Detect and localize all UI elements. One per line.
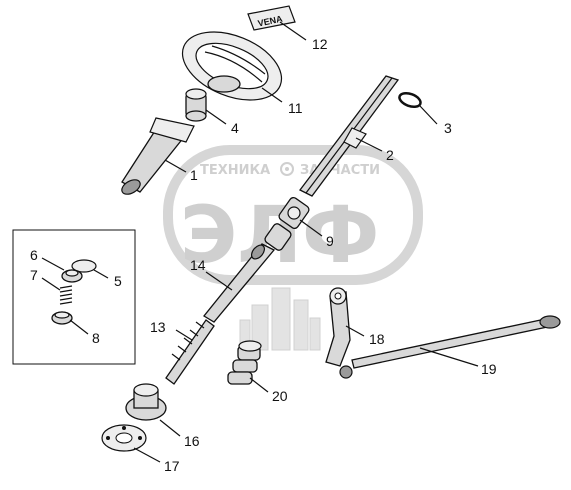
callout-7: 7 [30, 267, 38, 283]
leader-lines [41, 21, 479, 463]
callout-2: 2 [386, 147, 394, 163]
tie-rod-part [351, 315, 561, 369]
callout-14: 14 [190, 257, 206, 273]
plug-part-8 [51, 311, 73, 325]
watermark-frame [163, 145, 423, 285]
intermediate-shaft-part [203, 243, 276, 323]
column-tube-part [121, 117, 195, 195]
flange-part [125, 383, 167, 421]
callout-5: 5 [114, 273, 122, 289]
watermark-text-left: ТЕХНИКА [200, 163, 270, 178]
upper-shaft-part [299, 75, 400, 197]
hub-collar-part [185, 88, 207, 122]
watermark: ТЕХНИКА ЗАПЧАСТИ ЭЛФ [163, 145, 423, 351]
callout-9: 9 [326, 233, 334, 249]
watermark-gear-icon [280, 162, 294, 176]
detail-inset [12, 229, 136, 365]
spring-part-7 [59, 285, 73, 305]
pitman-arm-part [325, 287, 353, 379]
callout-1: 1 [190, 167, 198, 183]
base-plate-part [101, 424, 147, 452]
logo-badge-part: VENA [247, 5, 296, 31]
watermark-buildings-icon [239, 287, 321, 351]
callout-6: 6 [30, 247, 38, 263]
callout-4: 4 [231, 120, 239, 136]
callout-8: 8 [92, 330, 100, 346]
callout-19: 19 [481, 361, 497, 377]
snap-ring-part [398, 91, 422, 109]
cap-part-6 [61, 269, 83, 283]
callout-16: 16 [184, 433, 200, 449]
callout-11: 11 [288, 100, 303, 116]
callout-13: 13 [150, 319, 166, 335]
callout-18: 18 [369, 331, 385, 347]
callout-17: 17 [164, 458, 180, 474]
callout-20: 20 [272, 388, 288, 404]
callout-12: 12 [312, 36, 328, 52]
lower-shaft-part [165, 319, 215, 385]
steering-wheel-part [181, 31, 283, 101]
callout-labels: 12 11 4 3 2 1 9 14 13 18 19 20 16 17 5 6… [30, 36, 497, 474]
boot-seal-part [227, 340, 262, 385]
callout-3: 3 [444, 120, 452, 136]
washer-part-5 [71, 259, 97, 273]
